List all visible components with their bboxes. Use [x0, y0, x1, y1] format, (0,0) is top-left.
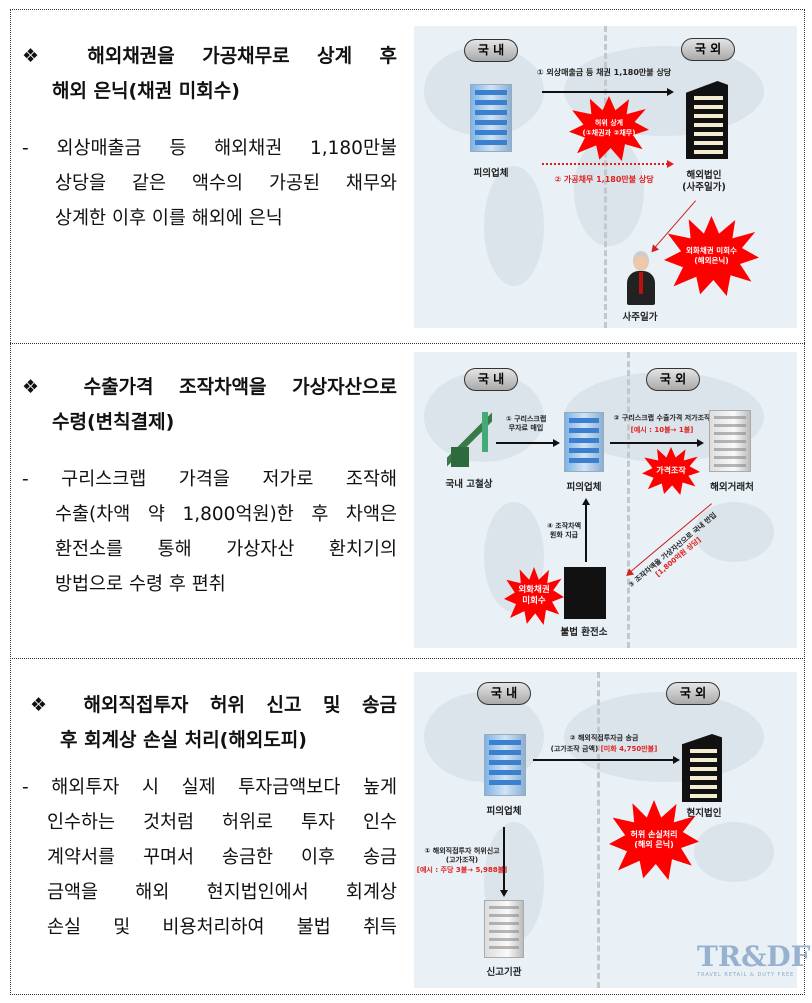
burst-false-loss: 허위 손실처리(해외 은닉)	[609, 800, 699, 880]
exchange-building-icon	[564, 567, 606, 619]
foreign-corp-label: 해외법인(사주일가)	[682, 170, 726, 194]
domestic-label: 국 내	[464, 39, 518, 62]
heading-line: 해외 은닉(채권 미회수)	[52, 80, 240, 102]
overseas-label: 국 외	[666, 682, 720, 705]
arrow-1-label: ① 외상매출금 등 채권 1,180만불 상당	[536, 68, 672, 77]
owner-person-icon	[627, 251, 655, 306]
heading-line: ❖ 수출가격 조작차액을 가상자산으로	[22, 376, 397, 398]
watermark-logo: TR&DF	[697, 940, 811, 973]
foreign-corp-building-icon	[686, 81, 728, 159]
heading-line: ❖ 해외직접투자 허위 신고 및 송금	[30, 694, 397, 716]
heading-line: 후 회계상 손실 처리(해외도피)	[60, 729, 307, 751]
body-line: 금액을 해외 현지법인에서 회계상	[47, 882, 397, 903]
body-line: 방법으로 수령 후 편취	[55, 574, 226, 595]
divider	[10, 343, 805, 344]
body-line: 계약서를 꾸며서 송금한 이후 송금	[47, 847, 397, 868]
arrow-right-icon	[533, 756, 680, 764]
local-corp-building-icon	[682, 734, 722, 802]
arrow-2-label: ② 가공채무 1,180만불 상당	[554, 175, 654, 184]
section-3-text: ❖ 해외직접투자 허위 신고 및 송금 후 회계상 손실 처리(해외도피) - …	[22, 688, 397, 945]
arrow-down-icon	[500, 827, 508, 897]
scrap-dealer-label: 국내 고철상	[445, 479, 493, 490]
heading-line: ❖ 해외채권을 가공채무로 상계 후	[22, 45, 397, 67]
owner-label: 사주일가	[622, 312, 658, 323]
company-building-icon	[470, 84, 512, 152]
step-1-label: ① 해외직접투자 허위신고(고가조작)[예시 : 주당 3불→ 5,988불]	[416, 847, 508, 874]
company-label: 피의업체	[486, 806, 522, 817]
body-line: 환전소를 통해 가상자산 환치기의	[55, 539, 397, 560]
body-line: - 구리스크랩 가격을 저가로 조작해	[22, 469, 397, 490]
company-building-icon	[484, 734, 526, 796]
body-line: 상계한 이후 이를 해외에 은닉	[55, 208, 283, 229]
arrow-right-icon	[610, 439, 704, 447]
body-line: - 해외투자 시 실제 투자금액보다 높게	[22, 777, 397, 798]
company-label: 피의업체	[473, 168, 509, 179]
diagram-1: 국 내 국 외 피의업체 ① 외상매출금 등 채권 1,180만불 상당 허위 …	[414, 26, 797, 328]
company-label: 피의업체	[566, 482, 602, 493]
domestic-label: 국 내	[477, 682, 531, 705]
local-corp-label: 현지법인	[686, 808, 722, 819]
arrow-up-icon	[582, 498, 590, 562]
watermark-tagline: TRAVEL RETAIL & DUTY FREE	[697, 972, 795, 978]
scrap-yard-icon	[447, 412, 492, 467]
domestic-label: 국 내	[464, 368, 518, 391]
overseas-label: 국 외	[646, 368, 700, 391]
report-agency-label: 신고기관	[486, 967, 522, 978]
body-line: 인수하는 것처럼 허위로 투자 인수	[47, 812, 397, 833]
overseas-label: 국 외	[681, 38, 735, 61]
document-frame	[10, 9, 805, 995]
heading-line: 수령(변칙결제)	[52, 411, 175, 433]
body-line: 상당을 같은 액수의 가공된 채무와	[55, 173, 397, 194]
step-2-label: ② 해외직접투자금 송금	[569, 734, 639, 742]
burst-unrecovered: 외화채권 미회수(해외은닉)	[664, 216, 759, 296]
exchange-label: 불법 환전소	[560, 627, 608, 638]
foreign-buyer-label: 해외거래처	[710, 482, 754, 493]
body-line: - 외상매출금 등 해외채권 1,180만불	[22, 138, 397, 159]
divider	[10, 658, 805, 659]
body-line: 손실 및 비용처리하여 불법 취득	[47, 917, 397, 938]
step-2-sub: (고가조작 금액) [미화 4,750만불]	[550, 745, 658, 753]
company-building-icon	[564, 412, 604, 472]
section-2-text: ❖ 수출가격 조작차액을 가상자산으로 수령(변칙결제) - 구리스크랩 가격을…	[22, 370, 397, 602]
arrow-right-icon	[542, 88, 674, 96]
arrow-right-icon	[496, 439, 560, 447]
diagram-3: 국 내 국 외 피의업체 ② 해외직접투자금 송금 (고가조작 금액) [미화 …	[414, 672, 797, 988]
foreign-buyer-building-icon	[709, 410, 751, 472]
body-line: 수출(차액 약 1,800억원)한 후 차액은	[55, 504, 397, 525]
report-agency-building-icon	[484, 900, 524, 958]
step-2-example: [예시 : 10불→ 1불]	[630, 426, 694, 434]
dotted-arrow-right-icon	[542, 160, 674, 168]
section-1-text: ❖ 해외채권을 가공채무로 상계 후 해외 은닉(채권 미회수) - 외상매출금…	[22, 39, 397, 236]
step-2-label: ② 구리스크랩 수출가격 저가조작	[613, 414, 711, 422]
